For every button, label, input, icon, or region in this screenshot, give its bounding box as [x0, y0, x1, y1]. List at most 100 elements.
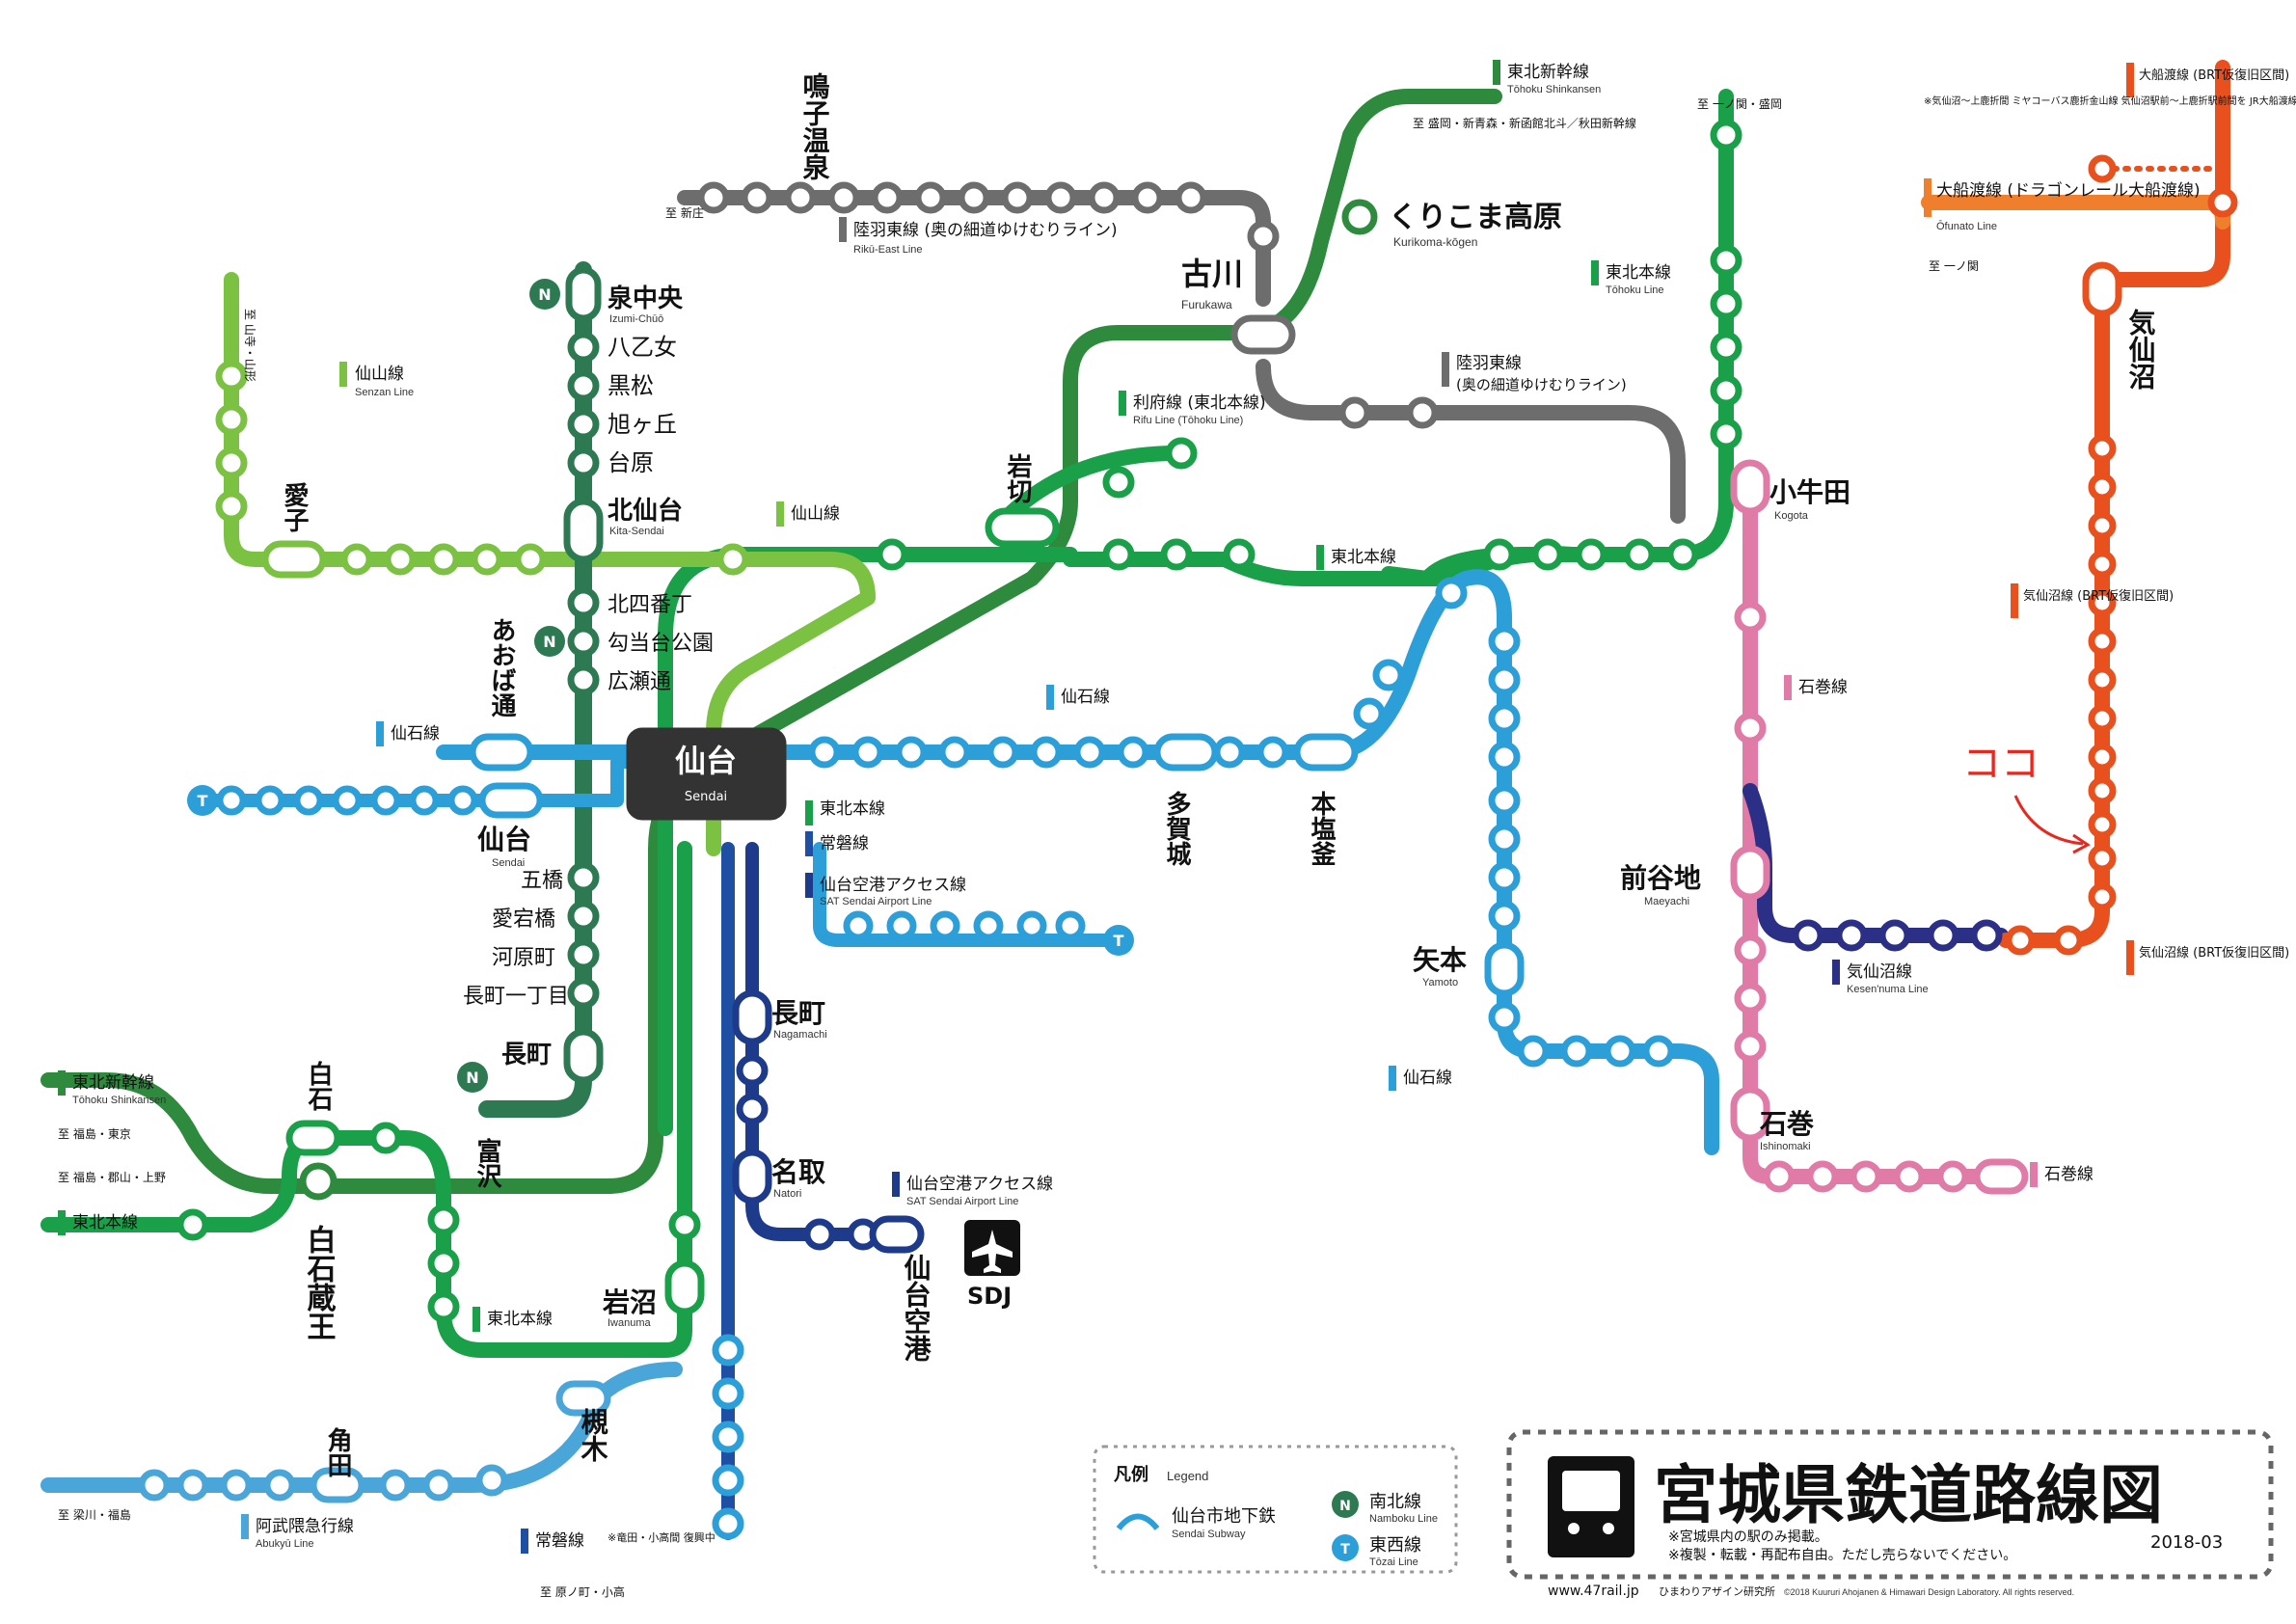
station-taishido-marker[interactable]	[736, 1054, 769, 1087]
station-kunimi-marker[interactable]	[427, 543, 460, 576]
station-rikuzeninai-marker[interactable]	[1763, 1160, 1796, 1193]
station-nagamachi-sub-marker[interactable]	[563, 1028, 604, 1084]
brt-2-marker[interactable]	[2088, 844, 2117, 873]
station-nigatake-marker[interactable]	[938, 736, 971, 769]
brt-4-marker[interactable]	[2088, 776, 2117, 805]
station-takasago-marker[interactable]	[1073, 736, 1106, 769]
station-kitasendai-marker[interactable]	[563, 498, 604, 563]
station-nonodake-marker[interactable]	[1835, 919, 1868, 952]
station-sendai-sub-marker[interactable]	[478, 782, 544, 819]
station-watari-marker[interactable]	[712, 1377, 744, 1410]
station-rifu-marker[interactable]	[1165, 437, 1198, 470]
station-kurikoma-marker[interactable]	[1341, 199, 1378, 235]
station-nagamachi1-marker[interactable]	[567, 977, 600, 1010]
station-higashishiogama-marker[interactable]	[1353, 697, 1386, 730]
station-ishinomakiayumino-marker[interactable]	[1560, 1035, 1593, 1068]
station-abukuma-2-marker[interactable]	[176, 1469, 209, 1502]
station-rikuzenharanomachi-marker[interactable]	[895, 736, 928, 769]
station-tozai-east-5-marker[interactable]	[1016, 910, 1047, 941]
station-hamayoshida-marker[interactable]	[712, 1421, 744, 1453]
station-toshogu-marker[interactable]	[716, 543, 749, 576]
station-tozai-4-marker[interactable]	[332, 785, 363, 816]
station-ayashi-marker[interactable]	[261, 540, 327, 579]
station-rikuzentogura-marker[interactable]	[2053, 925, 2084, 956]
station-sendai-hub[interactable]	[626, 727, 787, 821]
brt-10-marker[interactable]	[2088, 550, 2117, 579]
station-kitayobancho-marker[interactable]	[567, 586, 600, 619]
station-kitayama-marker[interactable]	[514, 543, 547, 576]
station-abukuma-7-marker[interactable]	[422, 1469, 455, 1502]
brt-7-marker[interactable]	[2088, 665, 2117, 694]
station-tsukinoki-marker[interactable]	[555, 1380, 611, 1417]
station-rikuu-4-marker[interactable]	[827, 181, 860, 214]
station-aobadori-marker[interactable]	[469, 733, 534, 771]
station-yamashita-marker[interactable]	[712, 1464, 744, 1497]
station-hebita-marker[interactable]	[1604, 1035, 1636, 1068]
brt-13-marker[interactable]	[2088, 434, 2117, 463]
station-itsutsubashi-marker[interactable]	[567, 861, 600, 894]
station-sakamoto-marker[interactable]	[712, 1507, 744, 1540]
station-rikuzenyamashita-marker[interactable]	[1642, 1035, 1675, 1068]
station-rikuu-3-marker[interactable]	[784, 181, 817, 214]
station-tona-marker[interactable]	[1488, 784, 1521, 817]
station-tozai-east-6-marker[interactable]	[1055, 910, 1086, 941]
station-fukudamachi-marker[interactable]	[1030, 736, 1063, 769]
station-kamiwakuya-marker[interactable]	[1734, 601, 1767, 634]
station-higashishiroishi-marker[interactable]	[369, 1122, 402, 1154]
station-ogawara-marker[interactable]	[427, 1247, 460, 1280]
station-abukuma-1-marker[interactable]	[138, 1469, 171, 1502]
station-mangokuura-marker[interactable]	[1850, 1160, 1882, 1193]
station-tsukanome-marker[interactable]	[1247, 220, 1280, 253]
station-kashimadai-marker[interactable]	[1623, 538, 1656, 571]
station-rikuzenyokoyama-marker[interactable]	[2005, 925, 2036, 956]
station-iwakiri-marker[interactable]	[985, 507, 1060, 548]
station-tozai-3-marker[interactable]	[293, 785, 324, 816]
station-shinaizawa-marker[interactable]	[1575, 538, 1607, 571]
station-kawaramachi-marker[interactable]	[567, 938, 600, 971]
station-minamisendai-marker[interactable]	[736, 1093, 769, 1125]
station-funaoka-marker[interactable]	[427, 1290, 460, 1323]
station-nagamachi-marker[interactable]	[732, 989, 772, 1045]
station-tohokufukushi-marker[interactable]	[471, 543, 503, 576]
station-kogota-marker[interactable]	[1730, 459, 1770, 515]
station-rikuu-8-marker[interactable]	[1001, 181, 1034, 214]
station-tagajo-marker[interactable]	[1153, 733, 1219, 771]
station-natori-marker[interactable]	[732, 1149, 772, 1204]
station-sakunami-marker[interactable]	[215, 403, 248, 436]
station-yanaizu-marker[interactable]	[1970, 919, 2003, 952]
station-matsuyamamachi-marker[interactable]	[1666, 538, 1699, 571]
station-rikuzentoyoma-marker[interactable]	[1878, 919, 1911, 952]
station-kotodai-marker[interactable]	[567, 625, 600, 658]
station-rikuzentomiyama-marker[interactable]	[1488, 702, 1521, 735]
station-semine-marker[interactable]	[1710, 374, 1742, 407]
station-ishinomaki-marker[interactable]	[1730, 1086, 1770, 1142]
station-miyaginohara-marker[interactable]	[851, 736, 884, 769]
station-matsushima-marker[interactable]	[1483, 538, 1516, 571]
station-tajiri-marker[interactable]	[1710, 418, 1742, 450]
station-rikuu-5-marker[interactable]	[871, 181, 904, 214]
station-rikuu-10-marker[interactable]	[1088, 181, 1121, 214]
station-arikabe-marker[interactable]	[1710, 119, 1742, 151]
brt-12-marker[interactable]	[2088, 473, 2117, 501]
station-shiroishi-marker[interactable]	[285, 1120, 341, 1156]
station-sawada-marker[interactable]	[1893, 1160, 1926, 1193]
station-higashisendai-marker[interactable]	[876, 538, 908, 571]
station-tozai-east-4-marker[interactable]	[973, 910, 1004, 941]
station-kozurushinden-marker[interactable]	[986, 736, 1019, 769]
station-kuromatsu-marker[interactable]	[567, 369, 600, 402]
station-rikuzenakai-marker[interactable]	[1517, 1035, 1550, 1068]
station-tozai-7-marker[interactable]	[447, 785, 478, 816]
station-yaotome-marker[interactable]	[567, 331, 600, 364]
station-onagawa-marker[interactable]	[1973, 1158, 2029, 1195]
station-kuzuoka-marker[interactable]	[384, 543, 417, 576]
station-higashiyamoto-marker[interactable]	[1488, 1001, 1521, 1034]
station-iwanuma-marker[interactable]	[664, 1259, 705, 1315]
station-izumichuo-marker[interactable]	[565, 266, 602, 322]
station-kumagane-marker[interactable]	[215, 447, 248, 479]
station-rikuu-6-marker[interactable]	[914, 181, 947, 214]
station-honshiogama-marker[interactable]	[1293, 733, 1359, 771]
station-tozai-east-2-marker[interactable]	[886, 910, 917, 941]
station-rikuzenotsuka-marker[interactable]	[1488, 741, 1521, 773]
brt-3-marker[interactable]	[2088, 810, 2117, 839]
station-kazuma-marker[interactable]	[1488, 900, 1521, 933]
